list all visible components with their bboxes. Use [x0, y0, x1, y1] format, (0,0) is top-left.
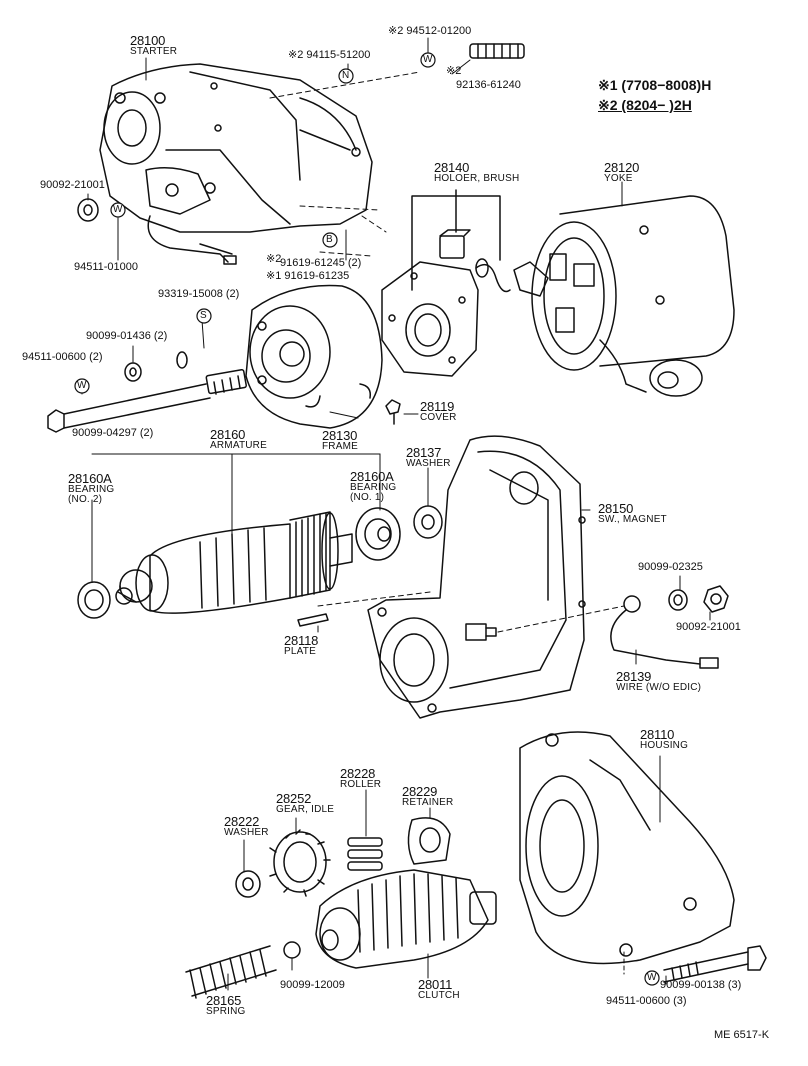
part-28160a-right-name: BEARING: [350, 482, 397, 493]
code-91619-61245-mark: ※2: [266, 253, 282, 265]
code-94511-01000: 94511-01000: [74, 261, 139, 273]
code-90099-02325: 90099-02325: [638, 561, 703, 573]
through-bolt-drawing: [47, 368, 247, 433]
code-90092-21001-top: 90092-21001: [40, 179, 105, 191]
code-94511-00600-top: 94511-00600 (2): [22, 351, 103, 363]
starter-assembly-drawing: [99, 63, 373, 265]
part-28229-number: 28229: [402, 784, 438, 799]
part-28110-name: HOUSING: [640, 740, 689, 751]
part-28140-number: 28140: [434, 160, 470, 175]
part-28165-name: SPRING: [206, 1006, 246, 1017]
code-90099-04297: 90099-04297 (2): [72, 427, 154, 439]
part-28228-name: ROLLER: [340, 779, 382, 790]
part-28137-number: 28137: [406, 445, 442, 460]
part-28160-name: ARMATURE: [210, 440, 267, 451]
part-28160a-left-note: (NO. 2): [68, 494, 103, 505]
symbol-s-screw: S: [200, 310, 207, 321]
diagram-reference-code: ME 6517-K: [714, 1029, 770, 1041]
symbol-w-top: W: [423, 54, 433, 65]
yoke-drawing: [513, 195, 735, 397]
code-91619-61245: 91619-61245 (2): [280, 257, 362, 269]
part-28252-name: GEAR, IDLE: [276, 804, 335, 815]
part-28160a-left-name: BEARING: [68, 484, 115, 495]
part-28110-number: 28110: [640, 727, 675, 742]
part-28160a-left-number: 28160A: [68, 471, 112, 486]
part-28222-name: WASHER: [224, 827, 269, 838]
part-28229-name: RETAINER: [402, 797, 454, 808]
part-28222-number: 28222: [224, 814, 260, 829]
code-90092-21001-right: 90092-21001: [676, 621, 741, 633]
code-90099-00138: 90099-00138 (3): [660, 979, 742, 991]
part-28228-number: 28228: [340, 766, 376, 781]
wire-drawing: [610, 595, 719, 669]
part-28130-number: 28130: [322, 428, 358, 443]
part-28252-number: 28252: [276, 791, 312, 806]
stud-drawing: [469, 43, 525, 59]
part-28150-number: 28150: [598, 501, 634, 516]
code-94512-01200: ※2 94512-01200: [388, 25, 472, 37]
part-28160-number: 28160: [210, 427, 246, 442]
cover-screw-drawing: [385, 399, 401, 425]
symbol-n-nut: N: [342, 70, 350, 81]
symbol-w-left: W: [113, 204, 123, 215]
part-28160a-right-note: (NO. 1): [350, 492, 385, 503]
legend-line-1: ※1 (7708−8008)H: [598, 77, 712, 93]
part-28139-name: WIRE (W/O EDIC): [616, 682, 702, 693]
part-28165-number: 28165: [206, 993, 242, 1008]
part-28011-number: 28011: [418, 977, 453, 992]
code-94115-51200: ※2 94115-51200: [288, 49, 371, 61]
plate-drawing: [297, 613, 329, 627]
right-fasteners-drawing: [668, 585, 729, 613]
armature-drawing: [115, 511, 353, 614]
bearings-drawing: [77, 505, 443, 619]
part-28011-name: CLUTCH: [418, 990, 460, 1001]
symbol-w-bolt: W: [77, 380, 87, 391]
magnet-switch-drawing: [367, 435, 586, 719]
part-28137-name: WASHER: [406, 458, 451, 469]
code-92136-61240: 92136-61240: [456, 79, 521, 91]
code-90099-12009: 90099-12009: [280, 979, 345, 991]
part-28139-number: 28139: [616, 669, 652, 684]
legend-line-2: ※2 (8204− )2H: [598, 97, 692, 113]
housing-bolt-drawing: [663, 945, 767, 983]
code-91619-61235: ※1 91619-61235: [266, 270, 350, 282]
part-28100-name: STARTER: [130, 46, 178, 57]
part-28119-name: COVER: [420, 412, 457, 423]
symbol-b-bolt: B: [326, 234, 333, 245]
part-28118-name: PLATE: [284, 646, 316, 657]
code-90099-01436: 90099-01436 (2): [86, 330, 168, 342]
frame-drawing: [245, 284, 383, 429]
part-28130-name: FRAME: [322, 441, 358, 452]
housing-drawing: [519, 731, 735, 965]
part-28120-name: YOKE: [604, 173, 633, 184]
part-28150-name: SW., MAGNET: [598, 514, 667, 525]
part-28118-number: 28118: [284, 633, 319, 648]
code-92136-mark: ※2: [446, 65, 462, 77]
part-28160a-right-number: 28160A: [350, 469, 394, 484]
part-28100-number: 28100: [130, 33, 166, 48]
part-28120-number: 28120: [604, 160, 640, 175]
symbol-w-bottom: W: [647, 972, 657, 983]
part-28140-name: HOLOER, BRUSH: [434, 173, 520, 184]
code-94511-00600-bottom: 94511-00600 (3): [606, 995, 687, 1007]
code-93319-15008: 93319-15008 (2): [158, 288, 240, 300]
part-28119-number: 28119: [420, 399, 455, 414]
